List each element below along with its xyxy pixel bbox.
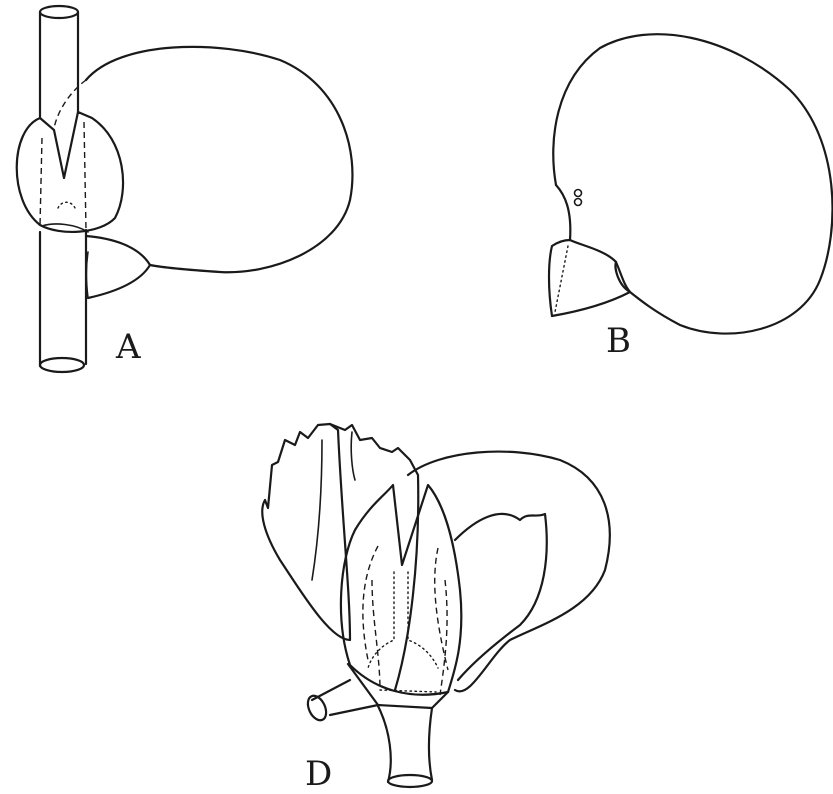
panel-d-torn-bract-left [262, 424, 350, 640]
panel-b-prophyll-inner [555, 246, 568, 312]
panel-a-hidden-right [84, 122, 86, 230]
panel-a-prophyll [86, 236, 150, 298]
panel-d-hidden-centre-left [368, 572, 394, 668]
panel-d: D [262, 424, 610, 794]
panel-a-stem-top [40, 6, 78, 18]
panel-d-sheath-base [348, 664, 448, 708]
panel-a-stem-bottom [40, 358, 84, 372]
panel-a-prophyll-inner [87, 252, 89, 298]
panel-a-label: A [115, 327, 141, 367]
panel-a: A [17, 6, 353, 372]
panel-b-notch [556, 185, 570, 240]
panel-d-hidden-centre-right [408, 572, 438, 668]
panel-d-fold-line [312, 440, 322, 580]
panel-a-hidden-bract [54, 80, 86, 128]
panel-b: B [549, 34, 832, 361]
panel-d-hidden-centre-low [380, 690, 436, 692]
panel-d-right-bract [455, 514, 547, 680]
panel-d-label: D [305, 754, 332, 794]
panel-d-stem-end [388, 775, 432, 787]
panel-a-hidden-left [40, 138, 42, 226]
panel-a-sheath [17, 112, 123, 232]
panel-d-branch [312, 680, 378, 715]
panel-b-bract-outline [553, 34, 832, 333]
panel-a-bract-outline [86, 47, 352, 272]
panel-a-hidden-centre [58, 202, 76, 210]
panel-d-hidden-left [363, 546, 378, 660]
panel-d-branch-end [304, 693, 329, 723]
panel-d-fold-line-2 [351, 432, 355, 480]
panel-b-label: B [606, 321, 631, 361]
panel-b-scar-marks [575, 190, 582, 206]
panel-d-hidden-left-2 [372, 580, 380, 690]
panel-d-rear-bract [408, 452, 610, 692]
panel-d-stem [378, 706, 432, 782]
